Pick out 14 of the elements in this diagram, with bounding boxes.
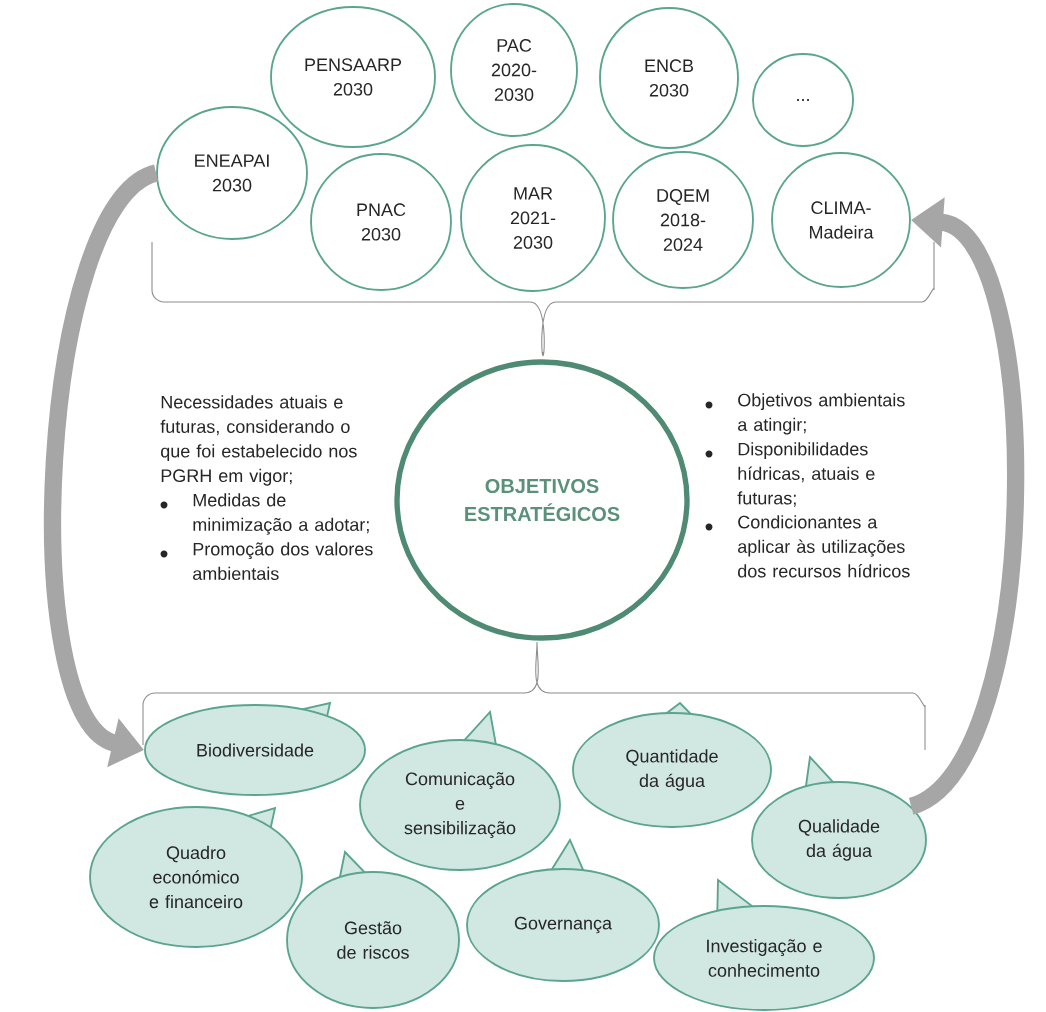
speech-bubble: Investigação e conhecimento bbox=[653, 878, 875, 1011]
speech-bubble: Biodiversidade bbox=[144, 701, 366, 796]
speech-bubble: Comunicação e sensibilização bbox=[359, 709, 561, 871]
note-text: Objetivos ambientais a atingir; bbox=[738, 393, 905, 435]
speech-bubble: Quadro económico e financeiro bbox=[89, 806, 303, 948]
speech-bubble: Quantidade da água bbox=[572, 701, 772, 828]
speech-bubble: Gestão de riscos bbox=[286, 850, 460, 1009]
note-text: Condicionantes a aplicar às utilizações dos recursos hídricos bbox=[738, 515, 910, 578]
note-text: Necessidades atuais e futuras, considerando o que foi estabelecido nos PGRH em vigor; bbox=[160, 395, 357, 486]
speech-bubble: Qualidade da água bbox=[751, 754, 927, 899]
note-text: Medidas de minimização a adotar; bbox=[193, 493, 369, 535]
speech-bubble: Governança bbox=[466, 838, 660, 982]
note-text: Disponibilidades hídricas, atuais e futuras; bbox=[737, 442, 875, 507]
note-text: Promoção dos valores ambientais bbox=[193, 542, 373, 580]
